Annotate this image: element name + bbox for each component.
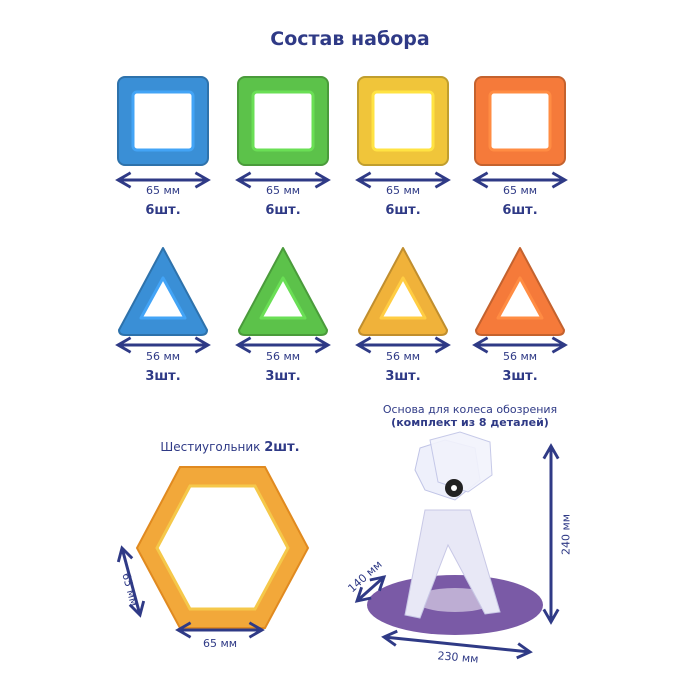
triangle-count-label: 3шт. bbox=[502, 369, 538, 384]
square-piece bbox=[117, 76, 209, 166]
triangle-size-label: 56 мм bbox=[145, 350, 181, 363]
triangle-piece bbox=[358, 247, 448, 336]
page-title: Состав набора bbox=[270, 28, 430, 50]
triangle-piece bbox=[118, 247, 208, 336]
square-piece bbox=[357, 76, 449, 166]
triangle-size-label: 56 мм bbox=[385, 350, 421, 363]
hexagon-side-arrow bbox=[116, 545, 146, 618]
square-count-label: 6шт. bbox=[265, 203, 301, 218]
depth-arrow bbox=[354, 575, 387, 603]
triangle-count-label: 3шт. bbox=[145, 369, 181, 384]
ferris-wheel-base bbox=[367, 431, 543, 635]
square-size-label: 65 мм bbox=[385, 184, 421, 197]
ferris-base-title: Основа для колеса обозрения (комплект из… bbox=[382, 403, 558, 429]
square-size-label: 65 мм bbox=[145, 184, 181, 197]
triangle-size-label: 56 мм bbox=[502, 350, 538, 363]
square-count-label: 6шт. bbox=[145, 203, 181, 218]
triangle-piece bbox=[238, 247, 328, 336]
square-size-label: 65 мм bbox=[502, 184, 538, 197]
hexagon-piece bbox=[135, 466, 310, 629]
square-count-label: 6шт. bbox=[385, 203, 421, 218]
height-label: 240 мм bbox=[559, 513, 573, 556]
hexagon-bottom-label: 65 мм bbox=[202, 637, 238, 650]
square-piece bbox=[237, 76, 329, 166]
square-piece bbox=[474, 76, 566, 166]
width-arrow bbox=[381, 629, 533, 660]
triangle-count-label: 3шт. bbox=[265, 369, 301, 384]
triangle-size-label: 56 мм bbox=[265, 350, 301, 363]
triangle-count-label: 3шт. bbox=[385, 369, 421, 384]
square-size-label: 65 мм bbox=[265, 184, 301, 197]
triangle-piece bbox=[475, 247, 565, 336]
hexagon-title: Шестиугольник 2шт. bbox=[160, 440, 300, 455]
square-count-label: 6шт. bbox=[502, 203, 538, 218]
